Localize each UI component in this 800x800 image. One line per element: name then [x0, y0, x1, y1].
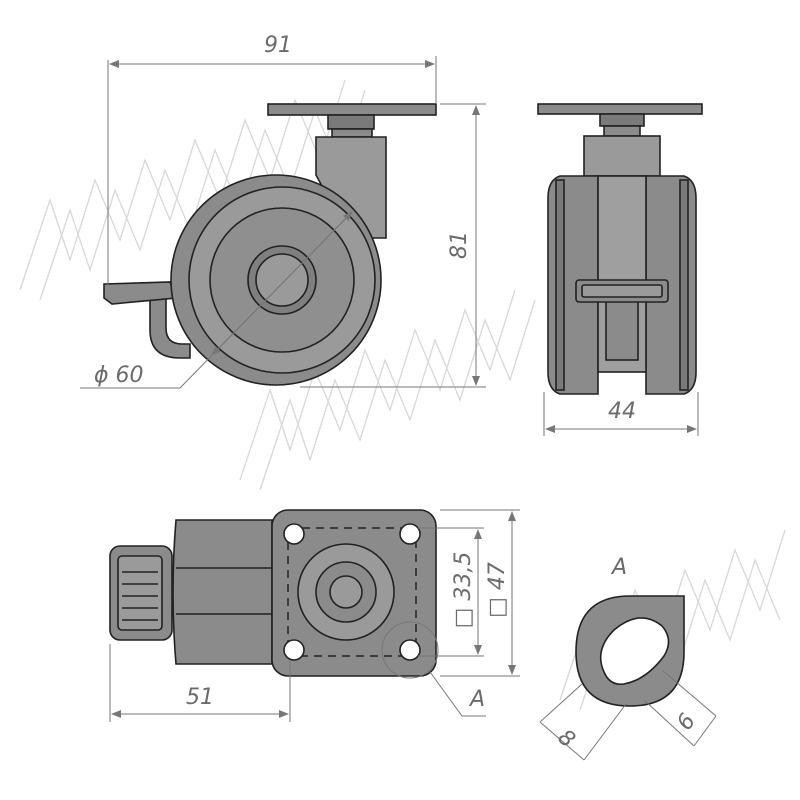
- bolt-hole: [283, 639, 305, 661]
- detail-dim-6-label: 6: [672, 709, 701, 735]
- front-fork: [583, 135, 661, 177]
- dim-plate-inner-label: □ 33,5: [451, 552, 476, 629]
- front-view: 44: [537, 103, 703, 436]
- detail-title: A: [610, 555, 627, 580]
- detail-slot-hole: [599, 617, 670, 686]
- detail-a-view: A 8 6: [539, 555, 717, 761]
- side-view: 91 81 ϕ 60: [80, 33, 486, 389]
- front-mount-plate: [537, 103, 703, 115]
- dim-width-label: 91: [264, 33, 292, 58]
- bolt-hole: [399, 523, 421, 545]
- dim-plate-outer-label: □ 47: [485, 562, 510, 618]
- side-mount-plate: [267, 103, 437, 116]
- detail-callout-circle: [381, 621, 439, 679]
- top-view: A □ 33,5 □ 47 51: [109, 509, 520, 722]
- bolt-hole: [399, 639, 421, 661]
- bolt-hole: [283, 523, 305, 545]
- dim-height-label: 81: [447, 231, 472, 259]
- dim-offset-label: 51: [186, 685, 214, 710]
- detail-dim-8-label: 8: [553, 725, 580, 753]
- dim-diameter-label: ϕ 60: [94, 363, 144, 388]
- detail-ref-label: A: [468, 687, 485, 712]
- side-brake-pedal: [103, 281, 178, 305]
- side-swivel-head: [327, 114, 375, 130]
- side-brake-lever: [149, 289, 191, 359]
- dim-depth-label: 44: [608, 399, 636, 424]
